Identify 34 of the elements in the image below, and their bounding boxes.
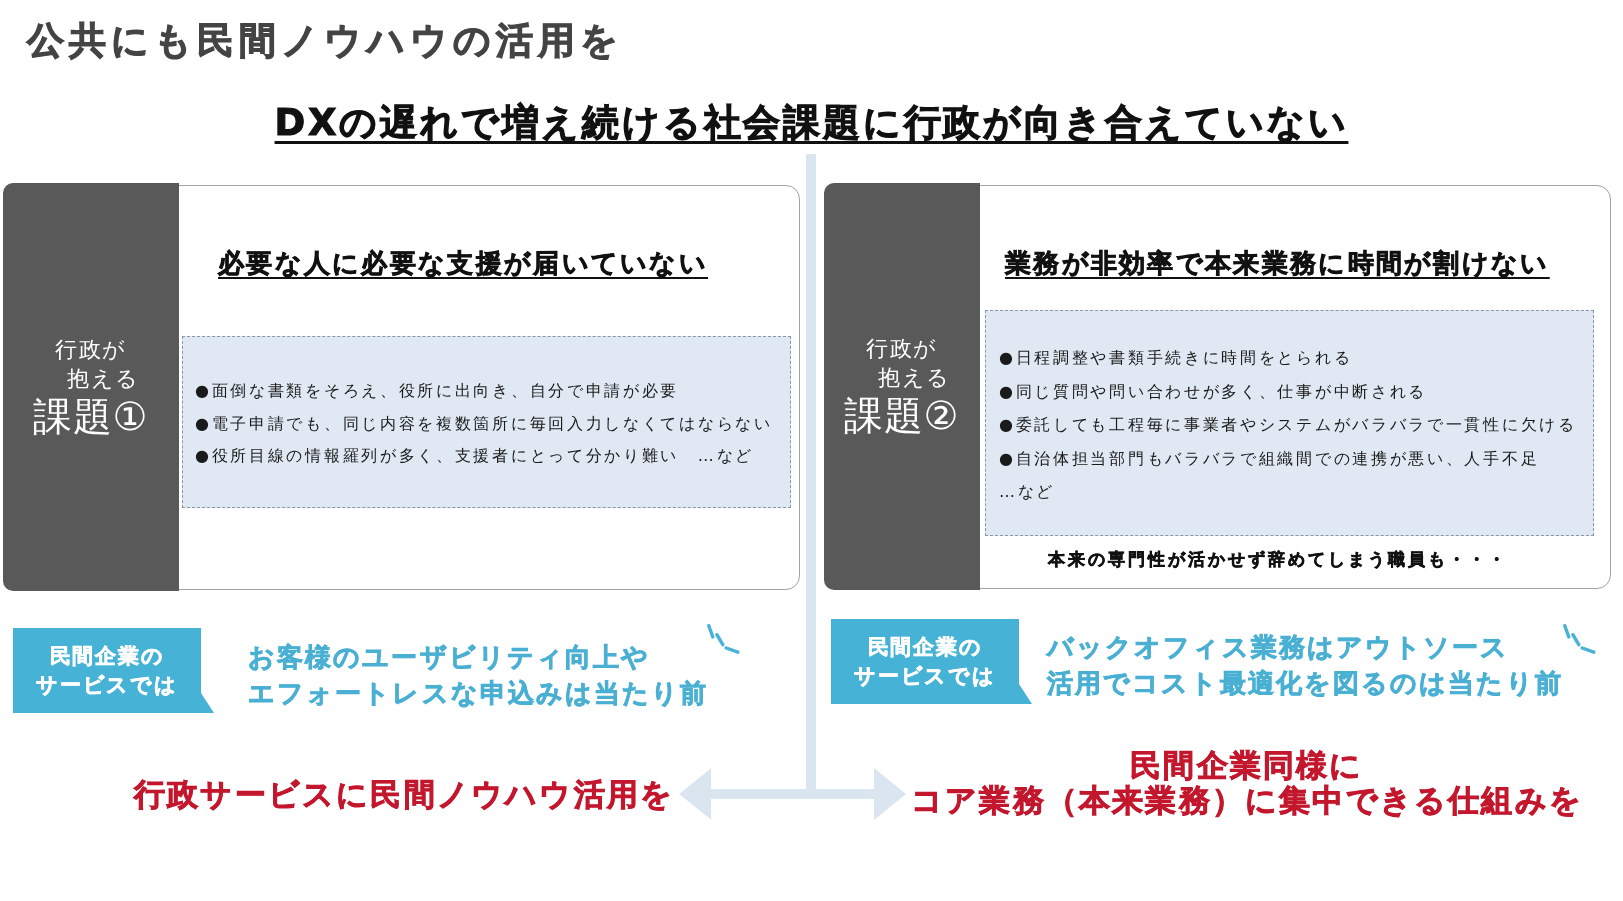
conclusion-text: 行政サービスに民間ノウハウ活用を: [134, 774, 675, 814]
issue-heading: 業務が非効率で本来業務に時間が割けない: [1005, 247, 1550, 280]
issue-number: 課題②: [843, 394, 960, 439]
ribbon-tag: [831, 619, 1032, 704]
bullet-item: …など: [999, 481, 1056, 503]
issue-panel: [824, 185, 1611, 589]
staff-note: 本来の専門性が活かせず辞めてしまう職員も・・・: [1048, 548, 1508, 571]
bullet-item: ●自治体担当部門もバラバラで組織間での連携が悪い、人手不足: [999, 447, 1540, 470]
bullet-item: ●同じ質問や問い合わせが多く、仕事が中断される: [999, 380, 1428, 403]
connector-line: [806, 154, 816, 799]
issue-number: 課題①: [32, 394, 149, 439]
issue-label-tab: [823, 183, 980, 590]
conclusion-text: 民間企業同様にコア業務（本来業務）に集中できる仕組みを: [911, 748, 1583, 818]
ribbon-tag: [13, 628, 214, 713]
issue-heading: 必要な人に必要な支援が届いていない: [218, 247, 709, 280]
tab-caption: 行政が抱える: [866, 335, 951, 393]
issue-list-box: [182, 336, 791, 508]
highlight-text: お客様のユーザビリティ向上やエフォートレスな申込みは当たり前: [248, 641, 709, 710]
headline: DXの遅れで増え続ける社会課題に行政が向き合えていない: [274, 100, 1349, 146]
arrow: [816, 768, 906, 820]
tab-caption: 行政が抱える: [55, 335, 140, 393]
issue-list-box: [985, 310, 1594, 536]
tag-label: 民間企業のサービスでは: [36, 642, 178, 699]
bullet-item: ●面倒な書類をそろえ、役所に出向き、自分で申請が必要: [195, 380, 680, 402]
bullet-item: ●役所目線の情報羅列が多く、支援者にとって分かり難い …など: [195, 445, 754, 467]
tag-label: 民間企業のサービスでは: [854, 633, 996, 690]
page-title: 公共にも民間ノウハウの活用を: [27, 18, 623, 64]
bullet-item: ●電子申請でも、同じ内容を複数箇所に毎回入力しなくてはならない: [195, 412, 773, 435]
bullet-item: ●委託しても工程毎に事業者やシステムがバラバラで一貫性に欠ける: [999, 414, 1577, 436]
arrow: [679, 768, 806, 820]
issue-panel: [3, 185, 800, 590]
issue-label-tab: [2, 183, 179, 591]
bullet-item: ●日程調整や書類手続きに時間をとられる: [999, 347, 1353, 369]
highlight-text: バックオフィス業務はアウトソース活用でコスト最適化を図るのは当たり前: [1047, 631, 1563, 700]
